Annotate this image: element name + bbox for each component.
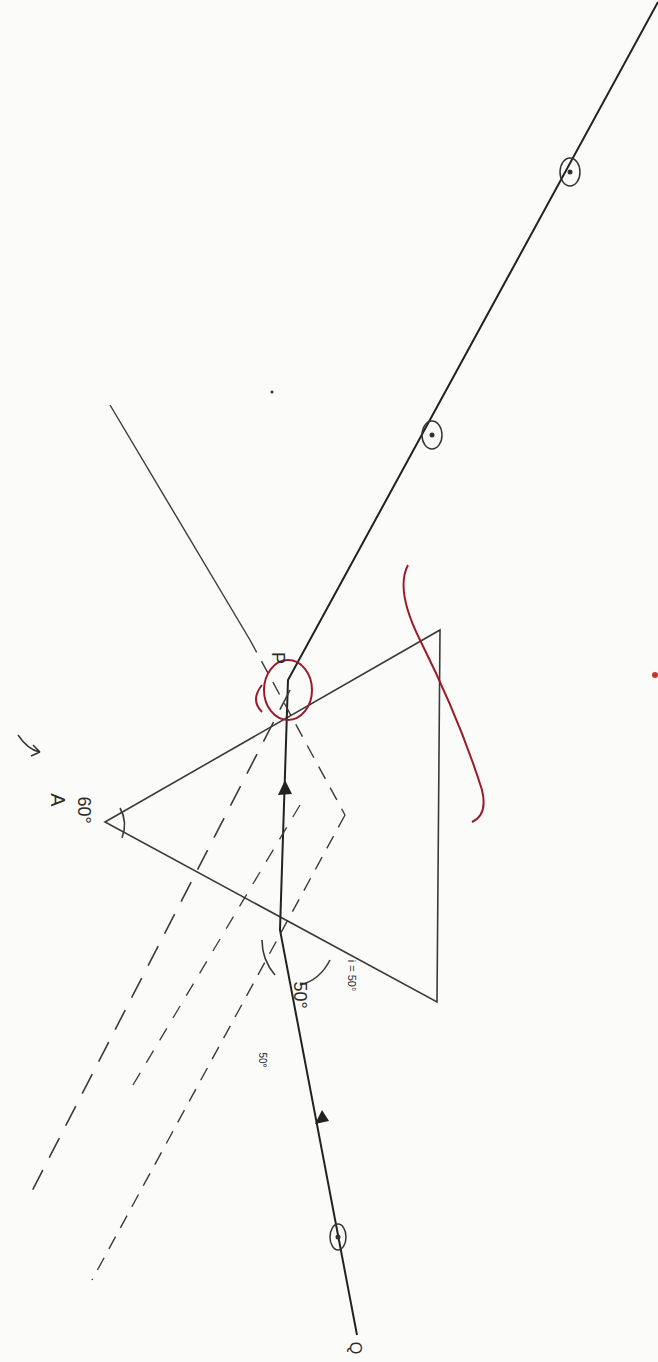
pin-dot	[336, 1235, 341, 1240]
tick-mark	[18, 735, 40, 756]
angle-label: 60°	[75, 796, 93, 823]
normal-line	[250, 640, 345, 815]
red-bracket	[404, 565, 484, 822]
red-circle	[264, 660, 312, 720]
vertex-label: A	[48, 793, 68, 806]
angle-arc	[262, 940, 275, 975]
red-dot	[652, 672, 658, 678]
dashed-line	[92, 815, 345, 1280]
red-mark	[256, 685, 262, 712]
pin-mark	[560, 158, 580, 186]
red-marks	[256, 565, 484, 822]
dot	[271, 391, 274, 394]
dashed-line	[130, 805, 300, 1090]
point-label: Q	[347, 1342, 363, 1354]
point-label: P	[269, 652, 287, 664]
pin-mark	[330, 1224, 346, 1250]
pin-dot	[568, 170, 573, 175]
angle-arc	[300, 960, 330, 985]
normal-line	[110, 405, 250, 640]
pin-mark	[422, 421, 442, 449]
dashed-line	[30, 690, 290, 1195]
angle-label: 50°	[291, 981, 309, 1008]
ray-path	[280, 2, 658, 1335]
prism-outline	[105, 630, 440, 1002]
pin-dot	[430, 433, 435, 438]
arrowhead	[278, 780, 292, 795]
angle-arc	[120, 808, 125, 838]
pin-marks	[330, 158, 580, 1250]
angle-label: 50°	[257, 1052, 267, 1067]
angle-label: i = 50°	[347, 959, 358, 991]
arrowhead	[315, 1110, 329, 1124]
arrowheads	[278, 780, 329, 1124]
